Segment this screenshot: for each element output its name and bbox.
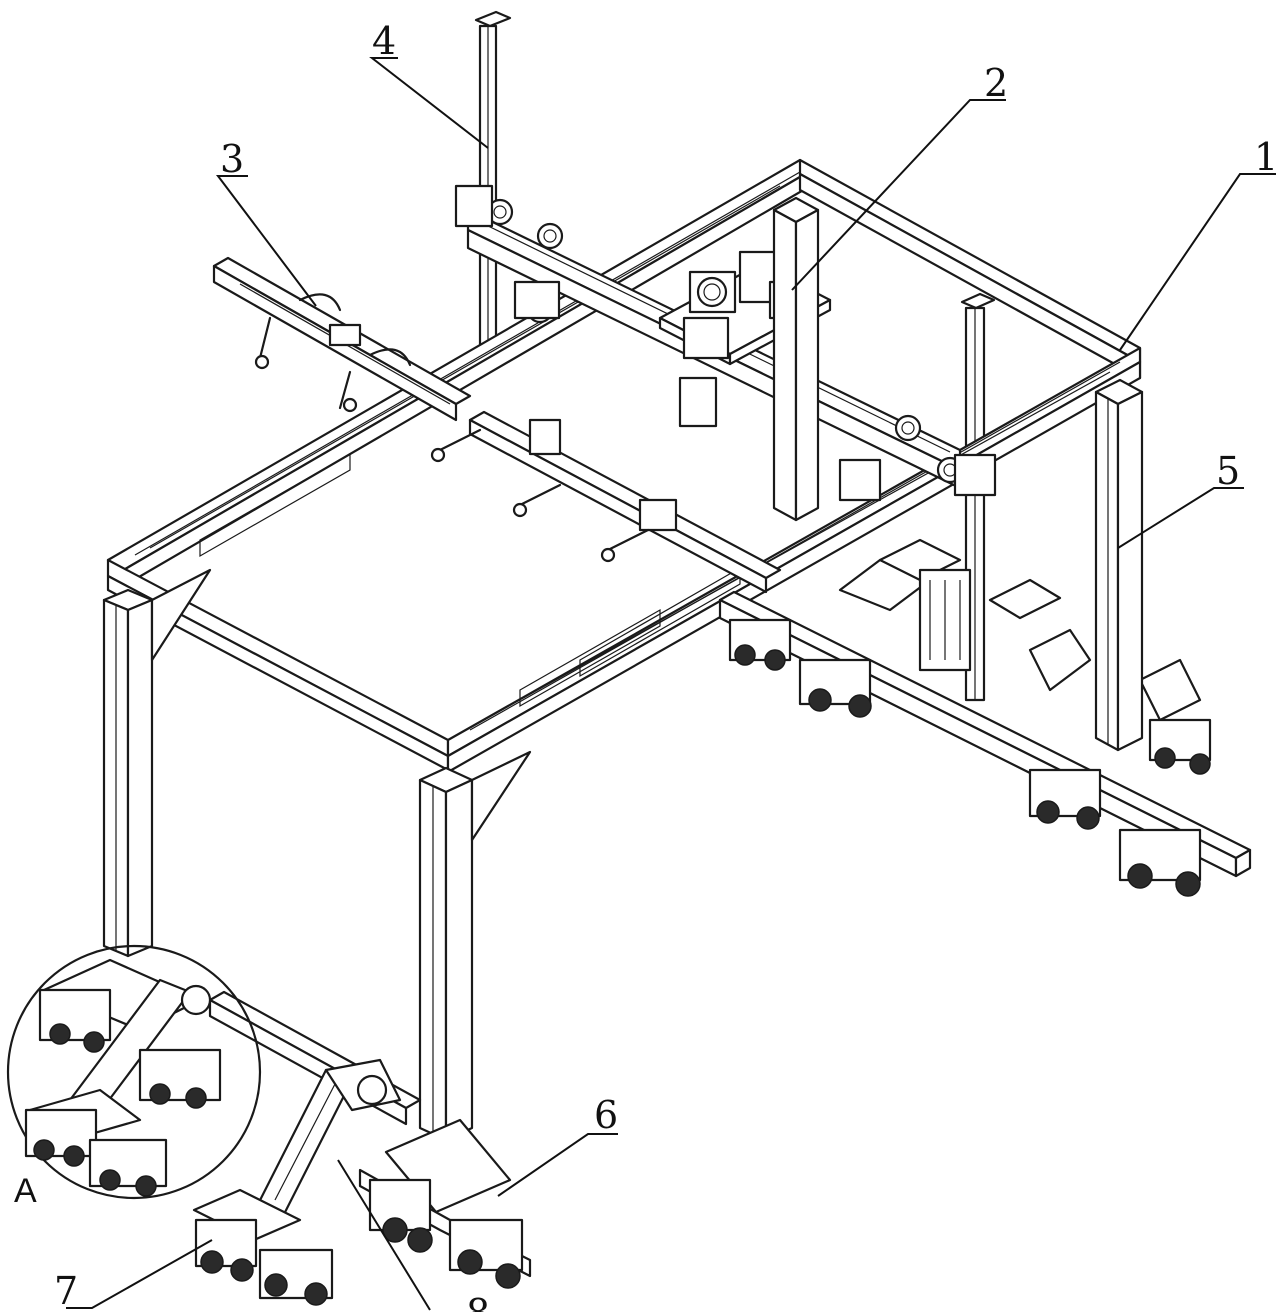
detail-a-callout xyxy=(6,944,262,1200)
label-5: 5 xyxy=(1216,449,1240,493)
right-bogies xyxy=(728,618,1212,897)
right-arm-machinery xyxy=(838,538,1202,722)
label-2: 2 xyxy=(984,61,1008,105)
leg-back-right xyxy=(1094,378,1144,752)
leader-lines xyxy=(66,57,1276,1311)
label-8: 8 xyxy=(466,1291,490,1312)
swing-arm-front xyxy=(248,1058,402,1232)
label-7: 7 xyxy=(54,1269,78,1312)
bogie-front-right xyxy=(358,1118,532,1289)
leg-front-right xyxy=(418,750,532,1142)
label-1: 1 xyxy=(1254,135,1278,179)
bogie-front-left xyxy=(192,1188,334,1306)
label-4: 4 xyxy=(372,19,396,63)
vertical-mast-left xyxy=(474,10,512,347)
center-suction-rail xyxy=(430,410,782,594)
leg-front-left xyxy=(102,568,212,958)
label-detail-a: A xyxy=(14,1172,37,1210)
manipulator-arm-left xyxy=(212,256,472,422)
label-3: 3 xyxy=(220,137,244,181)
reference-labels: 1 2 3 4 5 6 7 8 A xyxy=(14,19,1278,1312)
label-6: 6 xyxy=(594,1093,618,1137)
leg-back-left xyxy=(772,196,820,522)
beam-pulleys xyxy=(454,184,997,502)
